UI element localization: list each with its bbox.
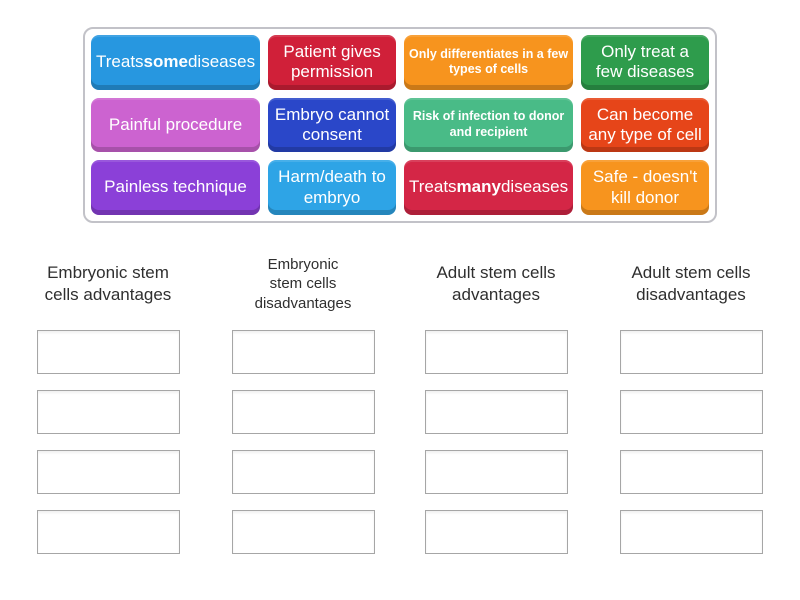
tile[interactable]: Harm/death to embryo xyxy=(268,160,396,215)
drop-slot[interactable] xyxy=(424,450,568,494)
drop-slot[interactable] xyxy=(36,390,180,434)
drop-slot[interactable] xyxy=(424,390,568,434)
drop-slot[interactable] xyxy=(424,330,568,374)
drop-slot[interactable] xyxy=(36,450,180,494)
tile[interactable]: Embryo cannot consent xyxy=(268,97,396,153)
tile[interactable]: Treats many diseases xyxy=(404,160,574,215)
drop-slot[interactable] xyxy=(231,390,375,434)
category-column: Adult stem cells disadvantages xyxy=(593,248,789,570)
drop-slot[interactable] xyxy=(619,330,763,374)
drop-slot[interactable] xyxy=(231,510,375,554)
tile[interactable]: Painless technique xyxy=(91,160,261,215)
tile[interactable]: Only differentiates in a few types of ce… xyxy=(404,35,574,90)
drop-slot[interactable] xyxy=(231,330,375,374)
tile[interactable]: Can become any type of cell xyxy=(581,97,709,153)
drop-slot[interactable] xyxy=(619,390,763,434)
category-column: Adult stem cells advantages xyxy=(398,248,594,570)
drop-slot[interactable] xyxy=(231,450,375,494)
category-header: Embryonic stem cells disadvantages xyxy=(254,255,352,312)
drop-slot[interactable] xyxy=(36,510,180,554)
tile[interactable]: Only treat a few diseases xyxy=(581,35,709,90)
drop-slot[interactable] xyxy=(424,510,568,554)
category-header: Adult stem cells advantages xyxy=(436,262,556,304)
category-header: Embryonic stem cells advantages xyxy=(44,262,172,304)
tile[interactable]: Risk of infection to donor and recipient xyxy=(404,97,574,153)
tile[interactable]: Treats some diseases xyxy=(91,35,261,90)
drop-slot[interactable] xyxy=(619,510,763,554)
tile[interactable]: Painful procedure xyxy=(91,97,261,153)
tile[interactable]: Safe - doesn't kill donor xyxy=(581,160,709,215)
drop-slot[interactable] xyxy=(36,330,180,374)
category-header: Adult stem cells disadvantages xyxy=(631,262,751,304)
category-column: Embryonic stem cells disadvantages xyxy=(205,248,401,570)
drop-slot[interactable] xyxy=(619,450,763,494)
category-column: Embryonic stem cells advantages xyxy=(10,248,206,570)
tile[interactable]: Patient gives permission xyxy=(268,35,396,90)
